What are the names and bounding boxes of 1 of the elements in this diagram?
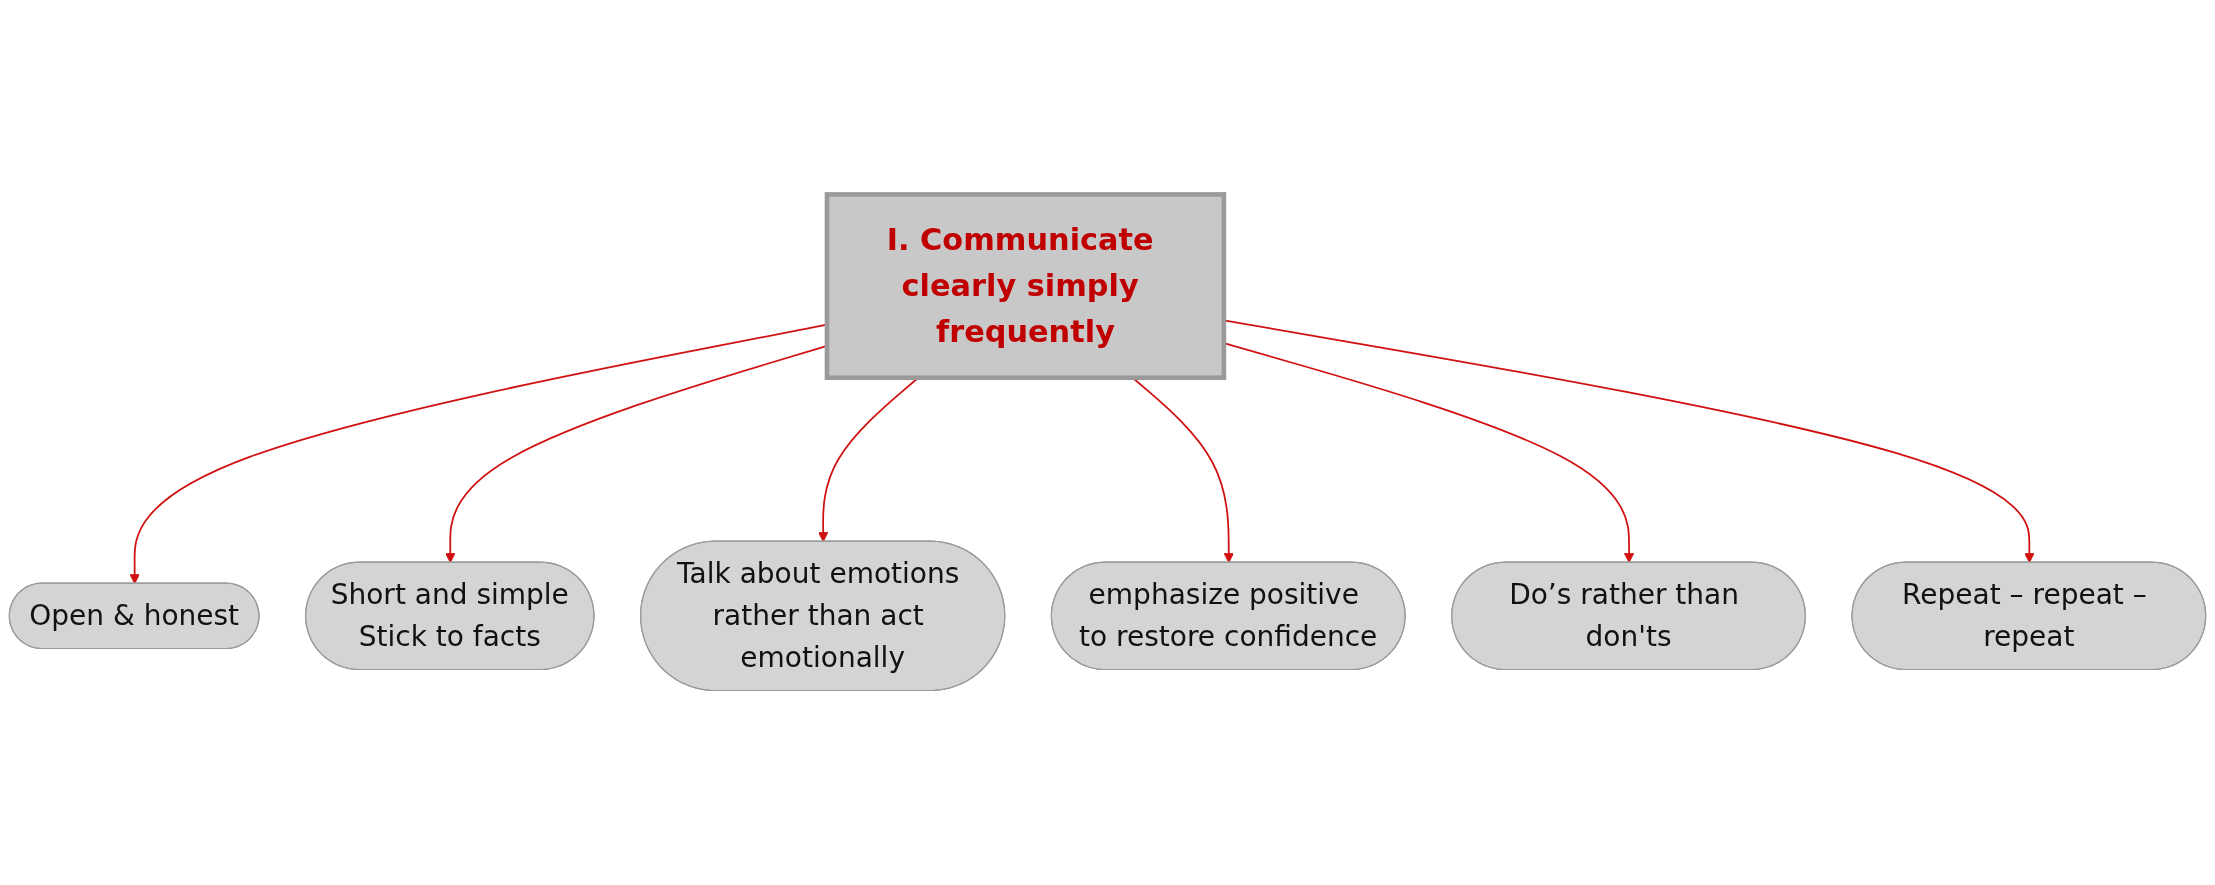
node-box: I. Communicate clearly simply frequently xyxy=(824,192,1227,381)
